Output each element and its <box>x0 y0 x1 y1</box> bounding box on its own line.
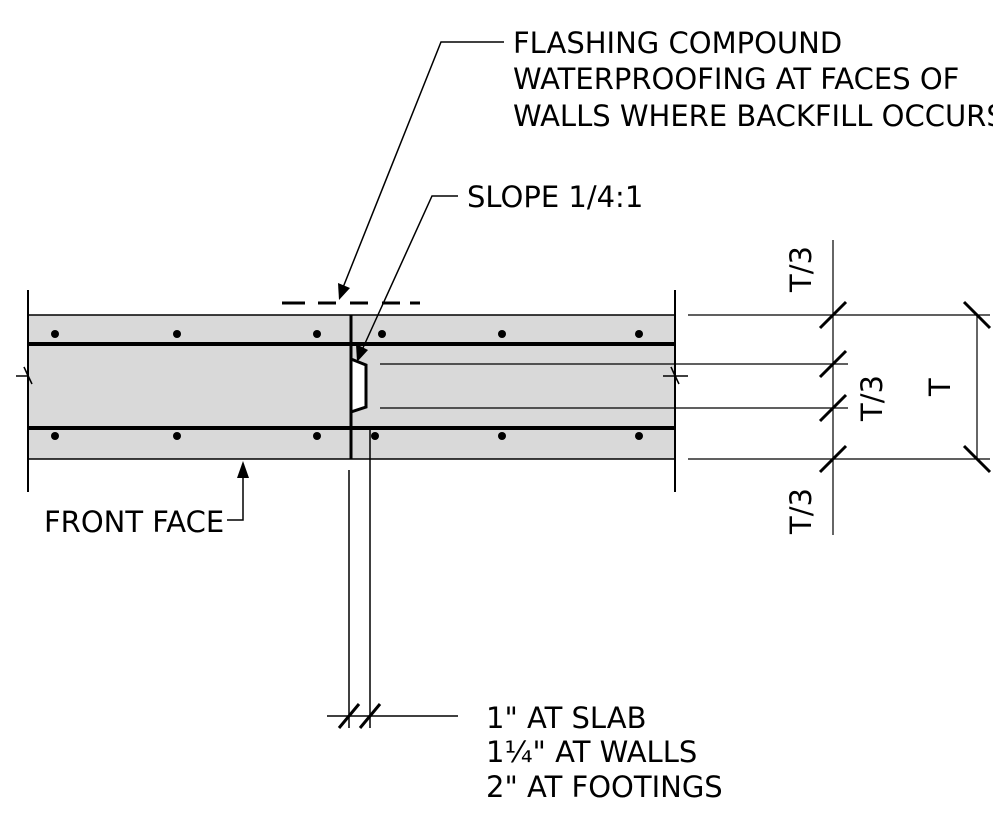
flashing-leader-arrowhead <box>338 283 350 300</box>
third-dimension-ticks <box>818 300 848 474</box>
third-label-bottom: T/3 <box>784 488 818 535</box>
right-break-symbol <box>663 366 688 385</box>
slope-leader-arrowhead <box>356 344 368 362</box>
left-break-symbol <box>16 366 33 385</box>
total-dimension-ticks <box>962 300 992 474</box>
flashing-leader-line <box>341 41 504 291</box>
gap-tick-left <box>337 703 361 729</box>
slab-right-portion <box>351 315 675 459</box>
gap-note-line2: 1¼" AT WALLS <box>486 735 697 769</box>
slope-leader-line <box>361 195 458 351</box>
gap-note-line1: 1" AT SLAB <box>486 701 647 735</box>
bottom-rebar-dots <box>51 432 643 440</box>
flashing-note-line3: WALLS WHERE BACKFILL OCCURS <box>513 99 993 133</box>
front-face-note: FRONT FACE <box>44 505 224 539</box>
top-rebar-dots <box>51 330 643 338</box>
gap-tick-right <box>358 703 382 729</box>
total-label: T <box>923 378 957 397</box>
third-label-middle: T/3 <box>855 375 889 422</box>
front-face-leader-line <box>227 474 244 521</box>
third-label-top: T/3 <box>784 246 818 293</box>
slope-note: SLOPE 1/4:1 <box>467 180 643 214</box>
flashing-note-line2: WATERPROOFING AT FACES OF <box>513 62 959 96</box>
front-face-arrowhead <box>237 461 249 478</box>
gap-note-line3: 2" AT FOOTINGS <box>486 770 723 804</box>
slab-left-portion <box>28 315 351 459</box>
shear-key-profile <box>349 317 368 457</box>
flashing-note-line1: FLASHING COMPOUND <box>513 26 842 60</box>
